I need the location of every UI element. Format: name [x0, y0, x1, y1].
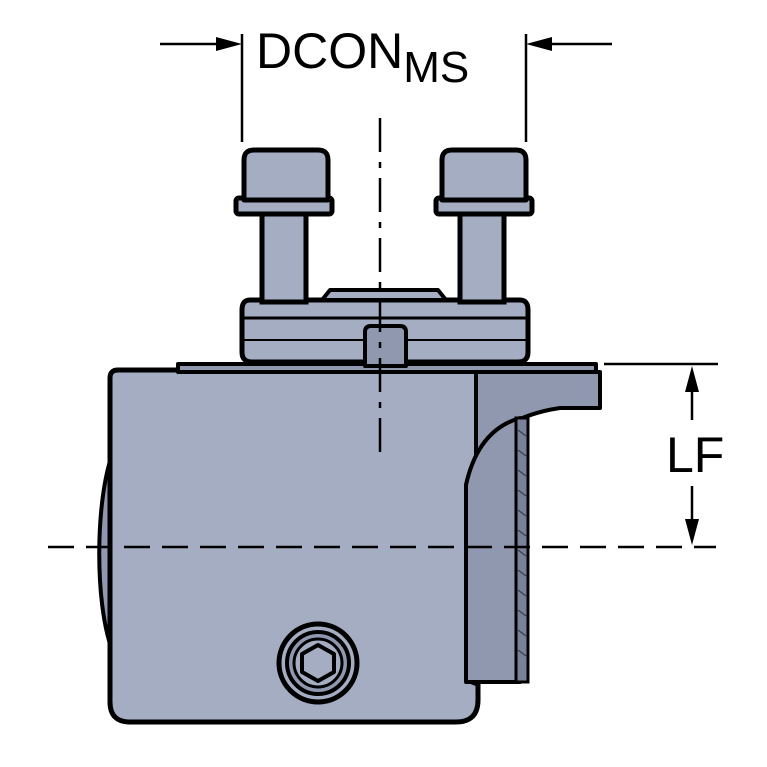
dcon-dimension: DCONMS [160, 23, 612, 142]
dcon-arrowhead-right [526, 37, 552, 51]
coupling-center-pin [363, 324, 408, 368]
right-pin-head [439, 147, 529, 203]
lf-label: LF [666, 427, 724, 483]
left-pin-head [241, 147, 331, 203]
lf-arrowhead-bottom [685, 519, 699, 545]
dcon-subscript-text: MS [403, 43, 469, 92]
dcon-main-text: DCON [256, 23, 403, 79]
knurl-lines [517, 429, 527, 657]
right-pin-stem [457, 209, 507, 305]
lf-arrowhead-top [685, 366, 699, 392]
left-pin-stem [259, 209, 309, 305]
lf-dimension: LF [604, 362, 724, 545]
dcon-arrowhead-left [216, 37, 242, 51]
body-knurled-rim [514, 416, 530, 684]
dcon-label: DCONMS [256, 23, 469, 92]
adapter-body [97, 362, 602, 725]
hex-socket-screw-icon [276, 621, 360, 705]
coupling-center-ridge [320, 288, 448, 302]
body-right-flange [464, 416, 522, 684]
coupling-assembly [233, 147, 535, 368]
